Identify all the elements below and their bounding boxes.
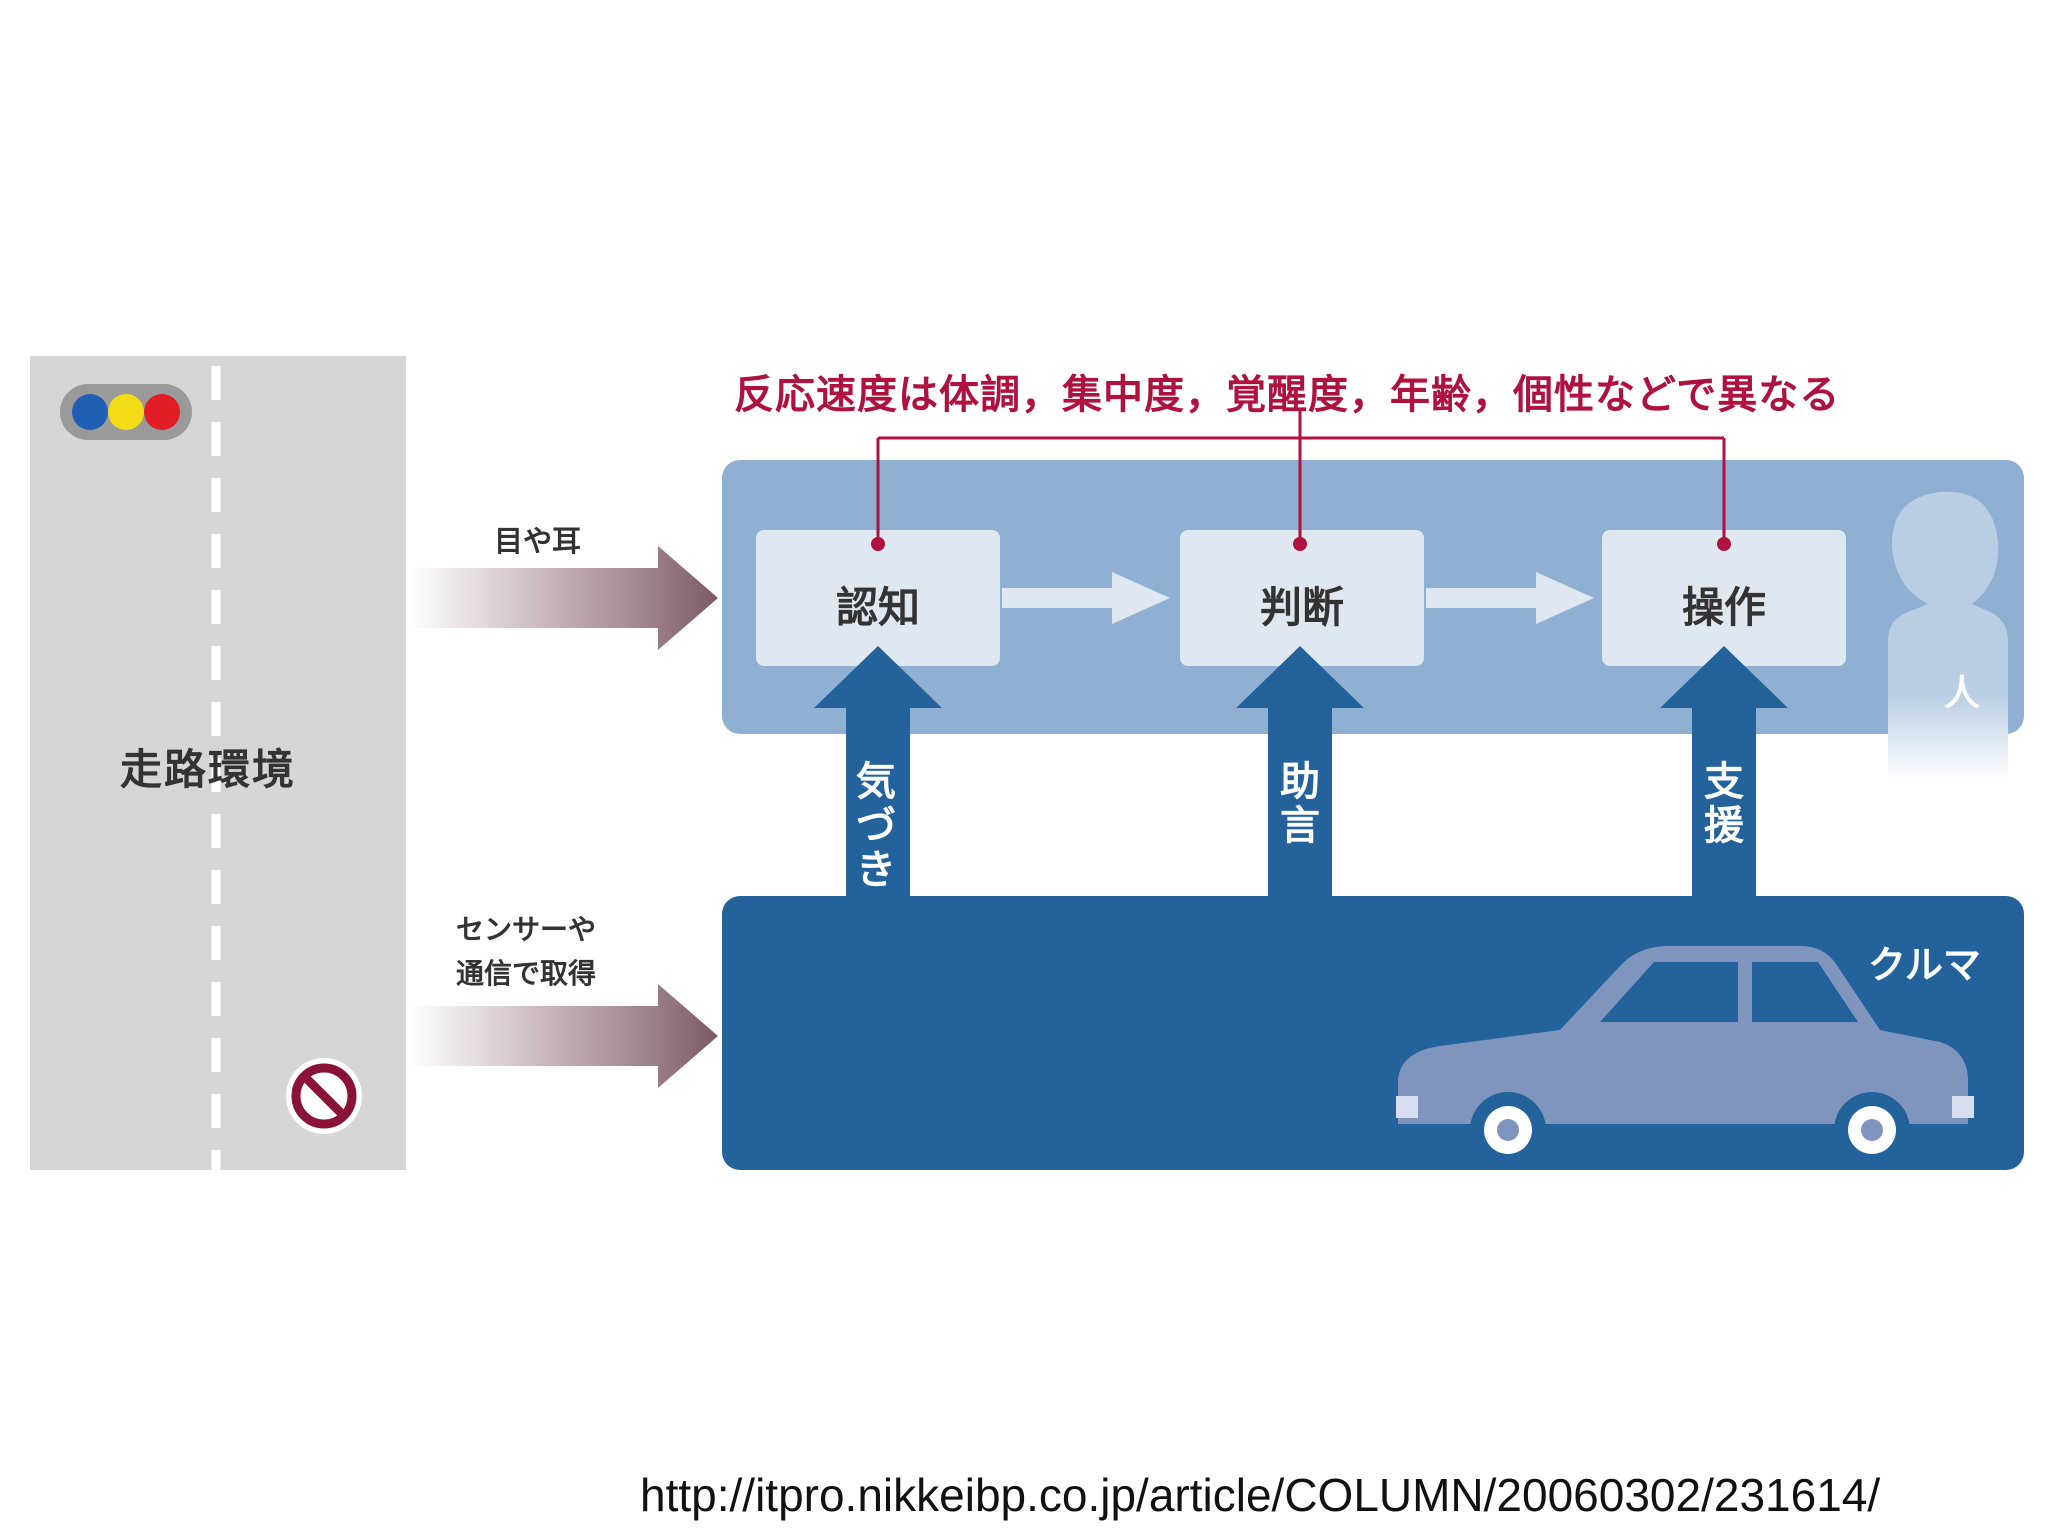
reaction-bracket — [876, 410, 1726, 542]
eyes-ears-label: 目や耳 — [494, 524, 582, 558]
step-label-recognition: 認知 — [835, 583, 920, 632]
step-label-judgment: 判断 — [1259, 583, 1344, 632]
sensors-comm-label: センサーや 通信で取得 — [456, 908, 596, 996]
person-silhouette-icon — [1888, 491, 2008, 780]
assist-arrow-advice — [1236, 646, 1364, 896]
assist-label-advice: 助言 — [1280, 759, 1320, 849]
step-label-operation: 操作 — [1681, 583, 1766, 632]
step-box-judgment — [1180, 530, 1424, 666]
road-environment-label: 走路環境 — [120, 745, 297, 794]
assist-label-awareness: 気づき — [856, 759, 896, 893]
input-arrow-sensors — [410, 984, 718, 1088]
assist-label-support: 支援 — [1704, 759, 1744, 849]
car-label: クルマ — [1868, 943, 1981, 987]
bracket-dot-judgment — [1293, 537, 1307, 551]
step-box-operation — [1602, 530, 1846, 666]
flow-arrow-judgment-to-operation — [1426, 572, 1594, 624]
assist-arrow-support — [1660, 646, 1788, 896]
person-label: 人 — [1944, 673, 1981, 714]
assist-arrow-awareness — [814, 646, 942, 896]
step-box-recognition — [756, 530, 1000, 666]
bracket-dot-recognition — [871, 537, 885, 551]
bracket-dot-operation — [1717, 537, 1731, 551]
input-arrow-eyes — [410, 546, 718, 650]
traffic-light-icon — [60, 384, 192, 440]
sensors-label-line2: 通信で取得 — [456, 957, 597, 990]
sensors-label-line1: センサーや — [456, 913, 597, 946]
car-icon — [1396, 946, 1974, 1168]
flow-arrow-recognition-to-judgment — [1002, 572, 1170, 624]
no-entry-sign-icon — [286, 1058, 362, 1134]
reaction-speed-note: 反応速度は体調，集中度，覚醒度，年齢，個性などで異なる — [734, 372, 1841, 418]
source-url-link[interactable]: http://itpro.nikkeibp.co.jp/article/COLU… — [640, 1469, 1881, 1521]
